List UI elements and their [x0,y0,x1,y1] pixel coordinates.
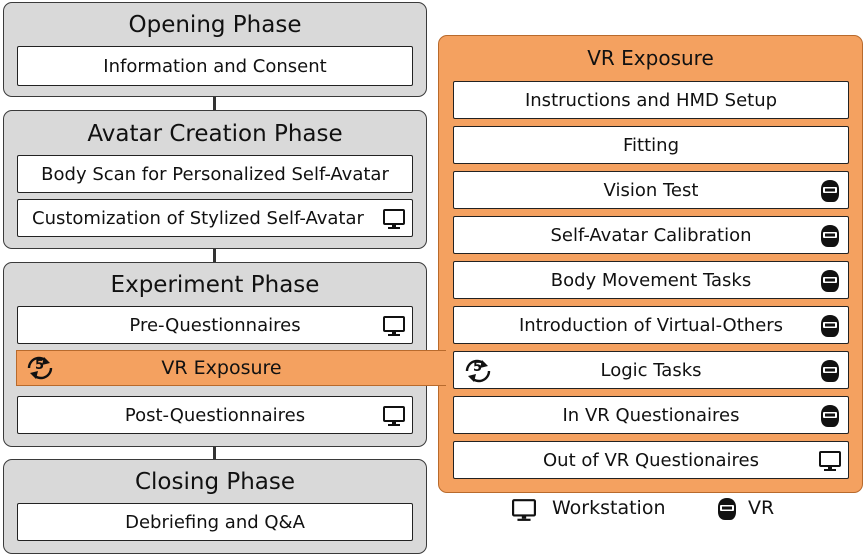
step-vision-test: Vision Test [453,171,849,209]
step-label: Pre-Questionnaires [129,314,301,336]
step-self-avatar-calibration: Self-Avatar Calibration [453,216,849,254]
vr-exposure-bar: 5 VR Exposure [16,350,446,386]
vr-headset-icon [821,225,839,247]
connector-line [213,446,216,460]
vr-headset-icon [821,180,839,202]
workstation-icon [383,406,405,426]
workstation-icon [512,499,536,521]
step-post-questionnaires: Post-Questionnaires [17,396,413,434]
step-debriefing: Debriefing and Q&A [17,503,413,541]
step-label: Vision Test [603,179,699,201]
repeat-icon [27,356,53,380]
step-label: Out of VR Questionaires [543,449,759,471]
step-introduction-virtual-others: Introduction of Virtual-Others [453,306,849,344]
vr-exposure-title: VR Exposure [587,46,714,70]
phase-title: Experiment Phase [110,272,320,298]
connector-line [213,96,216,110]
vr-headset-icon [718,498,736,520]
step-body-movement-tasks: Body Movement Tasks [453,261,849,299]
phase-title: Closing Phase [134,469,296,495]
closing-phase: Closing Phase Debriefing and Q&A [3,459,427,554]
step-label: Logic Tasks [600,359,702,381]
step-label: Introduction of Virtual-Others [518,314,784,336]
step-pre-questionnaires: Pre-Questionnaires [17,306,413,344]
vr-headset-icon [821,360,839,382]
step-in-vr-questionnaires: In VR Questionaires [453,396,849,434]
phase-title: Opening Phase [128,12,302,38]
step-information-consent: Information and Consent [17,46,413,86]
step-customization: Customization of Stylized Self-Avatar [17,199,413,237]
step-label: Customization of Stylized Self-Avatar [32,207,364,229]
step-label: Body Movement Tasks [550,269,752,291]
step-label: Self-Avatar Calibration [550,224,752,246]
workstation-icon [819,451,841,471]
legend-workstation: Workstation [552,497,666,519]
legend-vr: VR [748,497,775,519]
connector-line [213,248,216,262]
avatar-creation-phase: Avatar Creation Phase Body Scan for Pers… [3,110,427,249]
step-body-scan: Body Scan for Personalized Self-Avatar [17,155,413,193]
repeat-count: 5 [35,358,45,373]
vr-exposure-panel: VR Exposure Instructions and HMD Setup F… [438,35,863,493]
repeat-icon [465,359,491,383]
step-logic-tasks: 5 Logic Tasks [453,351,849,389]
step-fitting: Fitting [453,126,849,164]
workstation-icon [383,316,405,336]
step-label: Post-Questionnaires [124,404,306,426]
step-instructions-hmd: Instructions and HMD Setup [453,81,849,119]
vr-exposure-bar-label: VR Exposure [161,357,282,379]
workstation-icon [383,209,405,229]
repeat-count: 5 [473,360,483,375]
vr-headset-icon [821,315,839,337]
opening-phase: Opening Phase Information and Consent [3,2,427,97]
step-label: In VR Questionaires [562,404,740,426]
vr-headset-icon [821,405,839,427]
step-out-of-vr-questionnaires: Out of VR Questionaires [453,441,849,479]
phase-title: Avatar Creation Phase [87,121,343,147]
vr-headset-icon [821,270,839,292]
